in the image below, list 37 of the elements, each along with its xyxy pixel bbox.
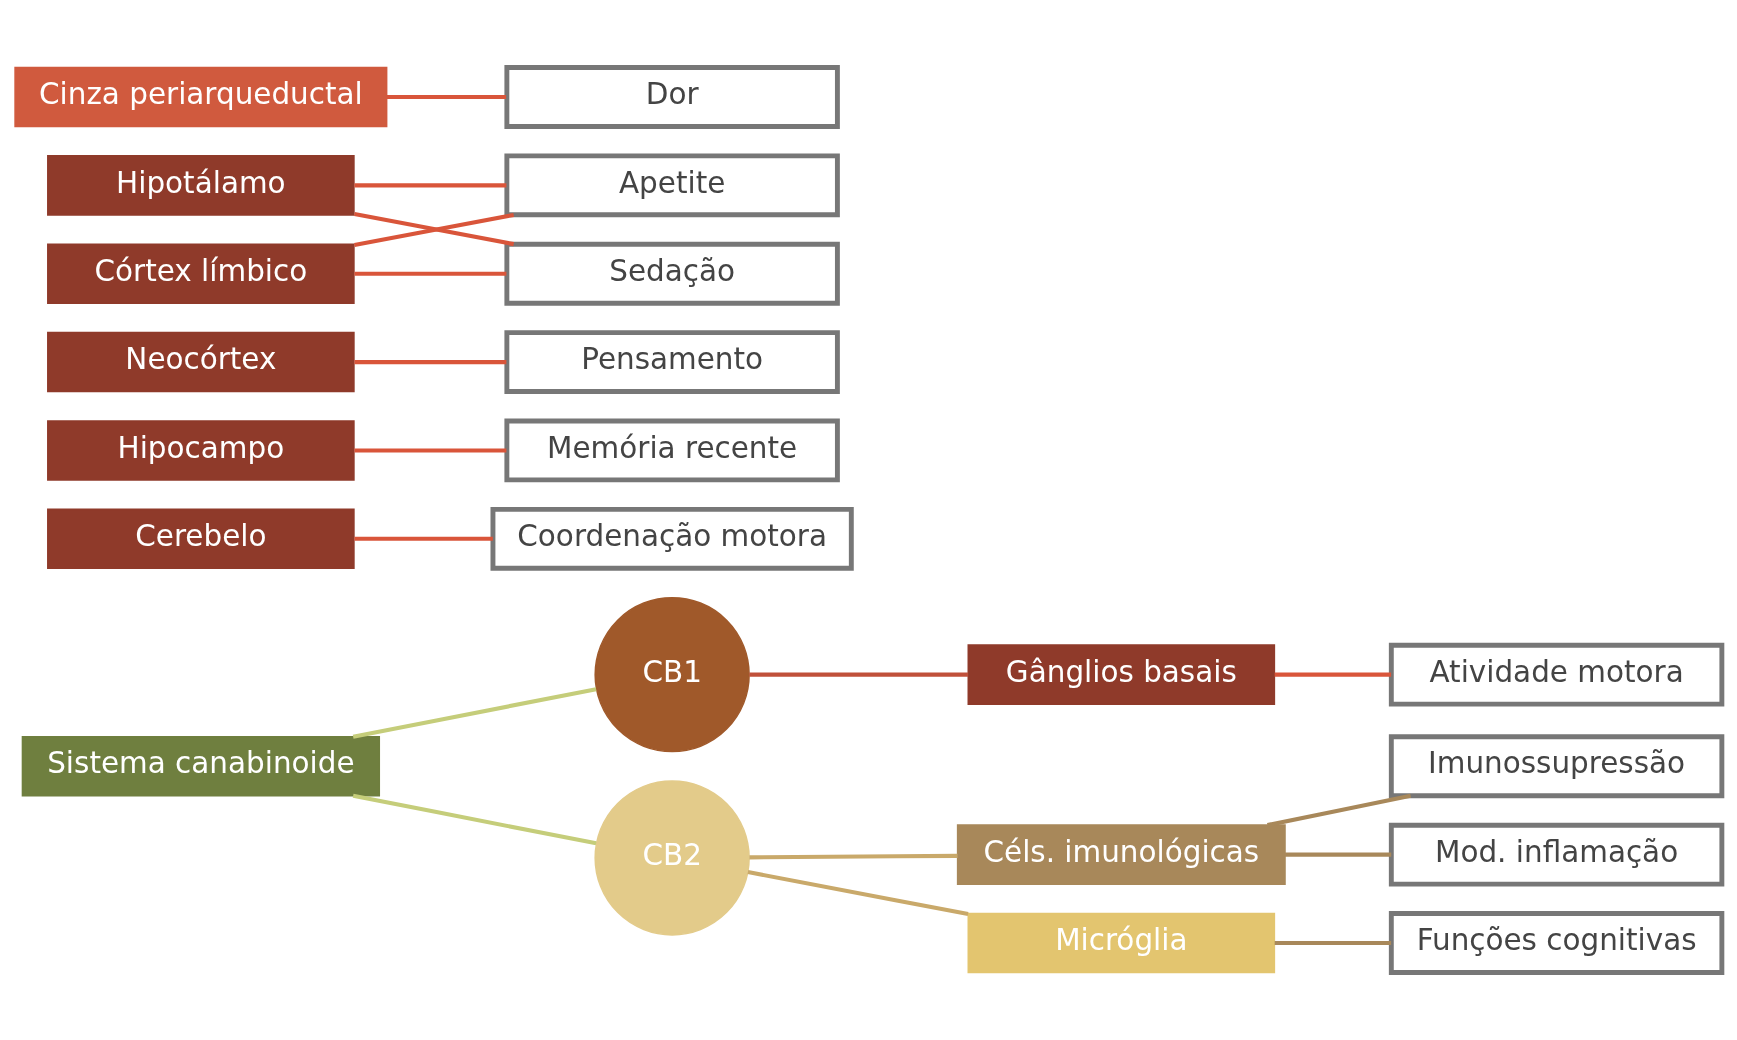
connector <box>354 448 507 453</box>
connector <box>352 687 597 739</box>
node-box: Pensamento <box>504 330 840 394</box>
node-circle: CB2 <box>594 780 750 936</box>
connector <box>747 870 969 917</box>
connector <box>749 853 958 860</box>
node-box: Dor <box>504 65 840 129</box>
connector <box>749 672 969 677</box>
connector <box>354 360 507 365</box>
node-box: Apetite <box>504 153 840 218</box>
node-circle: CB1 <box>594 596 750 753</box>
node-box: Micróglia <box>967 912 1276 974</box>
connector <box>1274 672 1392 677</box>
connector <box>354 183 507 188</box>
node-box: Funções cognitivas <box>1388 911 1725 975</box>
connector <box>386 94 507 100</box>
node-box: Neocórtex <box>47 331 355 393</box>
connector <box>352 793 597 846</box>
node-box: Mod. inflamação <box>1388 822 1725 887</box>
node-box: Gânglios basais <box>967 644 1276 705</box>
connector <box>354 271 507 276</box>
node-box: Cinza periarqueductal <box>14 66 388 128</box>
node-box: Memória recente <box>504 418 840 483</box>
node-box: Coordenação motora <box>490 506 854 571</box>
node-box: Hipotálamo <box>47 155 355 216</box>
node-box: Sedação <box>504 241 840 306</box>
node-box: Atividade motora <box>1388 642 1725 707</box>
node-box: Cerebelo <box>47 508 355 570</box>
node-box: Córtex límbico <box>47 243 355 304</box>
node-box: Sistema canabinoide <box>21 736 381 797</box>
connector <box>1267 793 1412 828</box>
node-box: Hipocampo <box>47 420 355 481</box>
node-box: Imunossupressão <box>1388 734 1725 799</box>
node-box: Céls. imunológicas <box>956 824 1286 885</box>
connector <box>1285 852 1392 857</box>
connector <box>1274 940 1392 946</box>
connector <box>354 536 493 541</box>
